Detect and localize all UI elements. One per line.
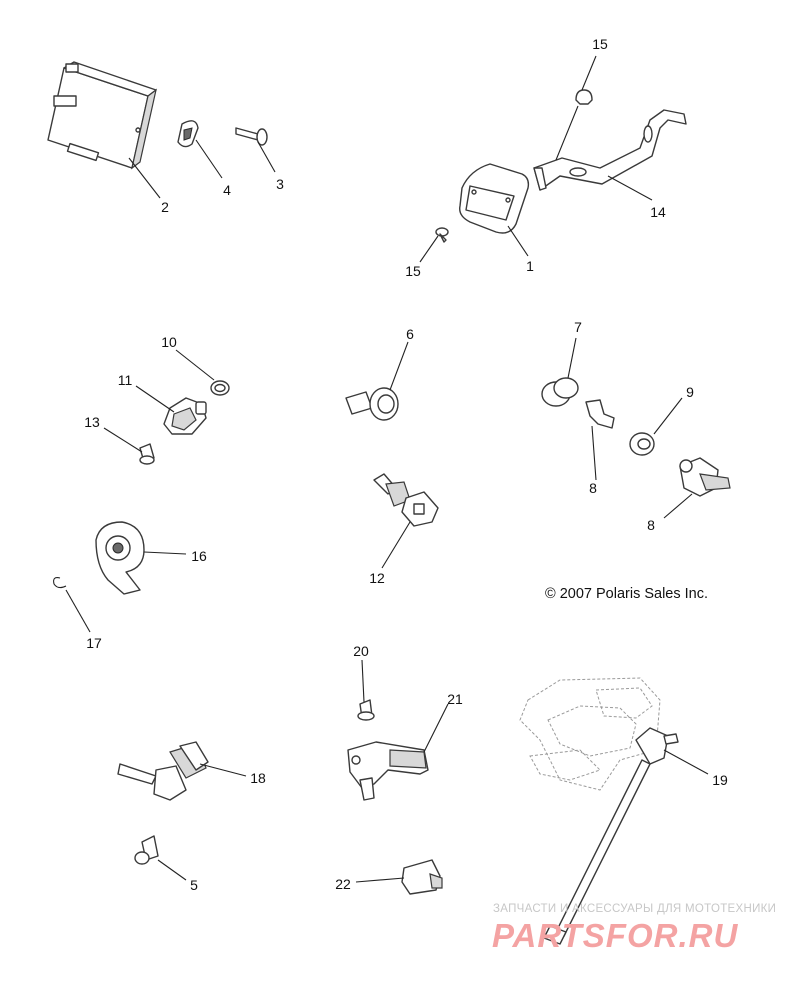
part-15-screw-bottom[interactable] <box>435 227 449 243</box>
part-4-clip[interactable] <box>177 120 199 148</box>
part-20-bolt[interactable] <box>357 699 375 721</box>
callout-5: 5 <box>190 877 198 893</box>
part-19-position-sensor-rod[interactable] <box>543 727 679 945</box>
callout-4: 4 <box>223 182 231 198</box>
part-5-bolt[interactable] <box>134 835 159 865</box>
callout-22: 22 <box>335 876 351 892</box>
part-16-knock-sensor[interactable] <box>95 521 145 595</box>
part-10-o-ring[interactable] <box>210 380 230 396</box>
part-21-map-sensor[interactable] <box>347 741 429 801</box>
part-18-sensor-probe[interactable] <box>117 741 209 801</box>
callout-10: 10 <box>161 334 177 350</box>
part-13-bolt[interactable] <box>139 443 155 465</box>
part-7-grommet[interactable] <box>541 377 579 407</box>
callout-3: 3 <box>276 176 284 192</box>
callout-12: 12 <box>369 570 385 586</box>
callout-6: 6 <box>406 326 414 342</box>
part-8-clip[interactable] <box>585 399 615 429</box>
part-22-switch[interactable] <box>401 859 443 895</box>
part-15-screw-top[interactable] <box>575 89 593 105</box>
part-17-retaining-clip[interactable] <box>53 577 67 589</box>
part-3-bolt[interactable] <box>235 127 268 146</box>
callout-20: 20 <box>353 643 369 659</box>
callout-15-bottom: 15 <box>405 263 421 279</box>
callout-13: 13 <box>84 414 100 430</box>
callout-1: 1 <box>526 258 534 274</box>
callout-14: 14 <box>650 204 666 220</box>
copyright-notice: © 2007 Polaris Sales Inc. <box>545 586 709 602</box>
part-6-sensor[interactable] <box>345 387 399 421</box>
part-11-sensor[interactable] <box>163 397 207 435</box>
callout-17: 17 <box>86 635 102 651</box>
callout-11: 11 <box>117 372 133 388</box>
callout-8-sensor: 8 <box>647 517 655 533</box>
callout-21: 21 <box>447 691 463 707</box>
part-14-mounting-bracket[interactable] <box>533 109 687 191</box>
callout-19: 19 <box>712 772 728 788</box>
leader-lines <box>65 55 709 883</box>
callout-7: 7 <box>574 319 582 335</box>
part-12-temperature-sensor[interactable] <box>373 473 439 527</box>
callout-2: 2 <box>161 199 169 215</box>
callout-18: 18 <box>250 770 266 786</box>
engine-outline <box>519 677 661 791</box>
part-9-nut[interactable] <box>629 432 655 456</box>
callout-8-clip: 8 <box>589 480 597 496</box>
part-1-sensor-module[interactable] <box>459 163 530 234</box>
callout-15-top: 15 <box>592 36 608 52</box>
watermark-tagline: ЗАПЧАСТИ И АКСЕССУАРЫ ДЛЯ МОТОТЕХНИКИ <box>493 903 777 915</box>
callout-9: 9 <box>686 384 694 400</box>
callout-16: 16 <box>191 548 207 564</box>
watermark-logo: PARTSFOR.RU <box>492 917 739 954</box>
part-8-sensor[interactable] <box>679 457 731 497</box>
part-2-ecu-module[interactable] <box>47 61 157 170</box>
